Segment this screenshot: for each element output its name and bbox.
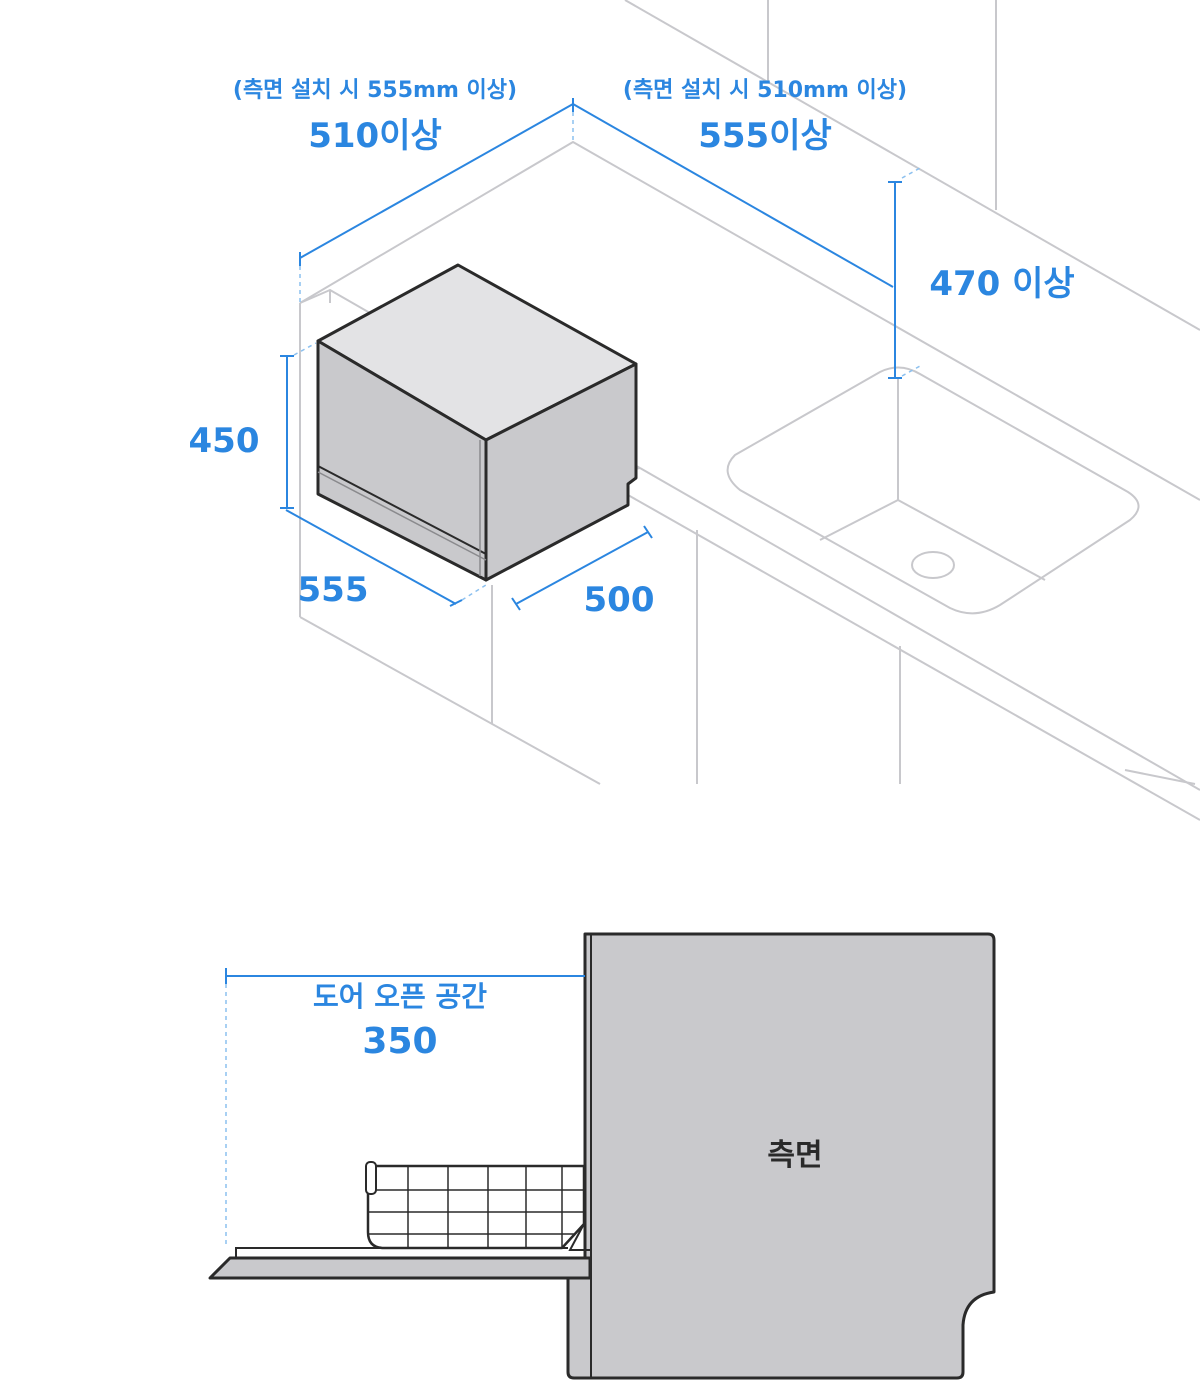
height-label: 450 [189,421,260,461]
door-open-space-label: 도어 오픈 공간 [313,980,487,1013]
door-open-space-value: 350 [362,1021,437,1062]
depth-label: 500 [584,580,655,620]
side-label: 측면 [767,1138,822,1173]
width-label: 555 [298,570,369,610]
door-open-dimension [225,968,585,1248]
dish-rack [365,1161,586,1250]
right-clearance-label: 555이상 [698,116,832,156]
right-side-install-note: (측면 설치 시 510mm 이상) [623,78,907,103]
left-clearance-label: 510이상 [308,116,442,156]
side-view-drawing [208,932,996,1380]
dimension-lines [280,98,921,611]
top-clearance-label: 470 이상 [929,264,1074,304]
kitchen-counter-drawing [299,0,1200,821]
appliance-body [316,263,638,582]
left-side-install-note: (측면 설치 시 555mm 이상) [233,78,517,103]
